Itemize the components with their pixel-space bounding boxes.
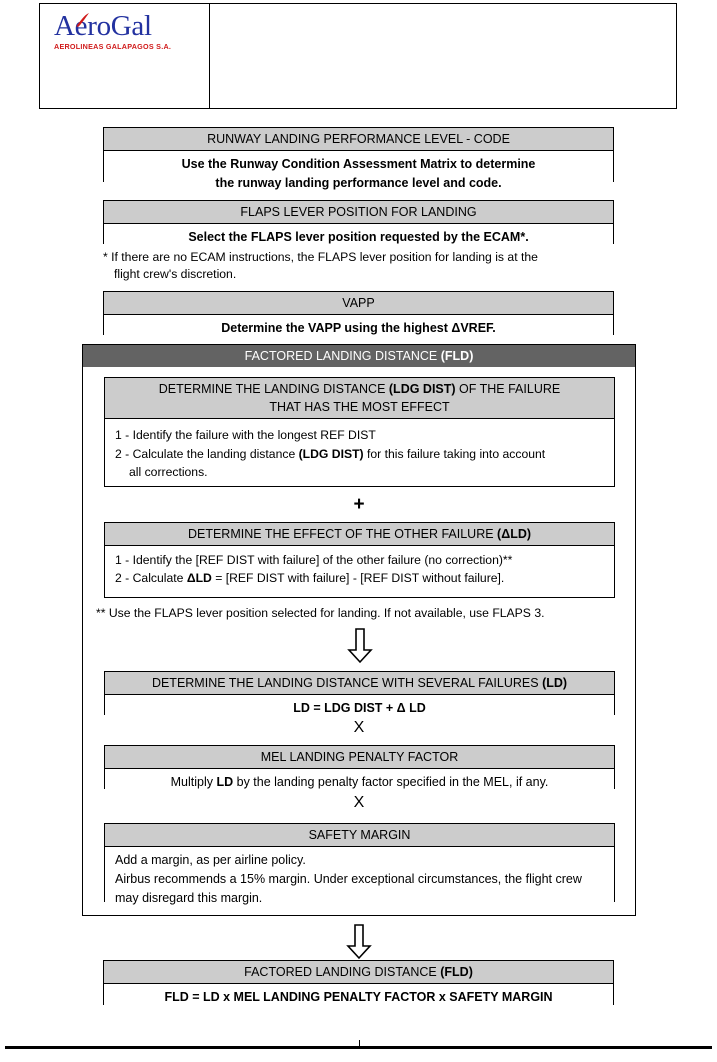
runway-performance-body: Use the Runway Condition Assessment Matr… bbox=[104, 151, 613, 197]
delta-ld-item2-a: 2 - Calculate bbox=[115, 571, 187, 586]
mel-body-c: by the landing penalty factor specified … bbox=[233, 775, 549, 790]
footer-rule bbox=[5, 1046, 712, 1049]
final-fld-panel: FACTORED LANDING DISTANCE (FLD) FLD = LD… bbox=[103, 960, 614, 1011]
delta-ld-header-a: DETERMINE THE EFFECT OF THE OTHER FAILUR… bbox=[187, 527, 498, 541]
ldg-dist-item2-abbr: (LDG DIST) bbox=[298, 446, 364, 461]
flaps-footnote-line2: flight crew's discretion. bbox=[114, 267, 237, 282]
delta-ld-item-2: 2 - Calculate ΔLD = [REF DIST with failu… bbox=[105, 569, 614, 587]
ld-header-a: DETERMINE THE LANDING DISTANCE WITH SEVE… bbox=[151, 676, 543, 690]
delta-ld-header: DETERMINE THE EFFECT OF THE OTHER FAILUR… bbox=[105, 523, 614, 547]
flaps-lever-panel: FLAPS LEVER POSITION FOR LANDING Select … bbox=[103, 200, 614, 251]
flaps-lever-header: FLAPS LEVER POSITION FOR LANDING bbox=[104, 201, 613, 225]
ldg-dist-item-2: 2 - Calculate the landing distance (LDG … bbox=[105, 445, 614, 482]
mel-body-a: Multiply bbox=[170, 775, 217, 790]
safety-margin-body: Add a margin, as per airline policy. Air… bbox=[105, 847, 614, 912]
multiply-separator-2: X bbox=[353, 794, 365, 811]
header-logo-cell: AeroGal AEROLINEAS GALAPAGOS S.A. bbox=[40, 4, 210, 108]
footer-tick-mark bbox=[359, 1040, 361, 1047]
vapp-panel: VAPP Determine the VAPP using the highes… bbox=[103, 291, 614, 342]
delta-ld-body: 1 - Identify the [REF DIST with failure]… bbox=[105, 546, 614, 593]
factored-landing-distance-container: FACTORED LANDING DISTANCE (FLD) DETERMIN… bbox=[82, 344, 636, 916]
mel-body: Multiply LD by the landing penalty facto… bbox=[105, 769, 614, 796]
ldg-dist-body: 1 - Identify the failure with the longes… bbox=[105, 419, 614, 488]
logo-wordmark: AeroGal bbox=[54, 12, 152, 41]
flaps-lever-body: Select the FLAPS lever position requeste… bbox=[104, 224, 613, 251]
runway-performance-panel: RUNWAY LANDING PERFORMANCE LEVEL - CODE … bbox=[103, 127, 614, 197]
flaps-footnote-line1: * If there are no ECAM instructions, the… bbox=[103, 250, 538, 264]
safety-margin-line2: Airbus recommends a 15% margin. Under ex… bbox=[115, 871, 582, 886]
flaps-footnote-2: ** Use the FLAPS lever position selected… bbox=[96, 606, 545, 620]
safety-margin-header: SAFETY MARGIN bbox=[105, 824, 614, 848]
ldg-dist-panel: DETERMINE THE LANDING DISTANCE (LDG DIST… bbox=[104, 377, 615, 487]
ldg-dist-header-c: OF THE FAILURE bbox=[455, 382, 561, 396]
delta-ld-item-1: 1 - Identify the [REF DIST with failure]… bbox=[115, 553, 513, 568]
ldg-dist-item2-c: for this failure taking into account bbox=[363, 446, 546, 461]
mel-header: MEL LANDING PENALTY FACTOR bbox=[105, 746, 614, 770]
ldg-dist-item2-cont: all corrections. bbox=[129, 464, 208, 479]
final-fld-header-abbr: (FLD) bbox=[440, 965, 473, 979]
ld-body: LD = LDG DIST + Δ LD bbox=[105, 695, 614, 722]
fld-banner-abbr: (FLD) bbox=[440, 349, 474, 363]
runway-performance-header: RUNWAY LANDING PERFORMANCE LEVEL - CODE bbox=[104, 128, 613, 152]
runway-body-line1: Use the Runway Condition Assessment Matr… bbox=[181, 157, 536, 172]
ld-header-abbr: (LD) bbox=[542, 676, 568, 690]
final-fld-body: FLD = LD x MEL LANDING PENALTY FACTOR x … bbox=[104, 984, 613, 1011]
ldg-dist-header-abbr: (LDG DIST) bbox=[388, 382, 456, 396]
ldg-dist-header-line2: THAT HAS THE MOST EFFECT bbox=[269, 400, 450, 415]
vapp-body: Determine the VAPP using the highest ΔVR… bbox=[104, 315, 613, 342]
safety-margin-line1: Add a margin, as per airline policy. bbox=[115, 853, 306, 868]
aerogal-logo: AeroGal AEROLINEAS GALAPAGOS S.A. bbox=[54, 12, 194, 52]
document-header-table: AeroGal AEROLINEAS GALAPAGOS S.A. bbox=[39, 3, 677, 109]
mel-panel: MEL LANDING PENALTY FACTOR Multiply LD b… bbox=[104, 745, 615, 796]
runway-body-line2: the runway landing performance level and… bbox=[215, 175, 502, 190]
plus-separator: + bbox=[353, 494, 365, 515]
down-arrow-icon-final bbox=[346, 924, 372, 960]
final-fld-header: FACTORED LANDING DISTANCE (FLD) bbox=[104, 961, 613, 985]
logo-subtitle: AEROLINEAS GALAPAGOS S.A. bbox=[54, 42, 172, 51]
fld-banner: FACTORED LANDING DISTANCE (FLD) bbox=[83, 345, 635, 367]
safety-margin-line3: may disregard this margin. bbox=[115, 890, 263, 905]
ldg-dist-item-1: 1 - Identify the failure with the longes… bbox=[115, 428, 376, 443]
safety-margin-panel: SAFETY MARGIN Add a margin, as per airli… bbox=[104, 823, 615, 912]
ld-header: DETERMINE THE LANDING DISTANCE WITH SEVE… bbox=[105, 672, 614, 696]
vapp-header: VAPP bbox=[104, 292, 613, 316]
fld-banner-text: FACTORED LANDING DISTANCE bbox=[244, 349, 441, 363]
ld-panel: DETERMINE THE LANDING DISTANCE WITH SEVE… bbox=[104, 671, 615, 722]
mel-body-abbr: LD bbox=[216, 775, 234, 790]
down-arrow-icon bbox=[347, 628, 373, 664]
delta-ld-header-abbr: (ΔLD) bbox=[497, 527, 532, 541]
flaps-footnote: * If there are no ECAM instructions, the… bbox=[103, 249, 623, 284]
header-blank-cell bbox=[210, 4, 676, 108]
ldg-dist-header-a: DETERMINE THE LANDING DISTANCE bbox=[158, 382, 389, 396]
delta-ld-item2-c: = [REF DIST with failure] - [REF DIST wi… bbox=[211, 571, 505, 586]
delta-ld-panel: DETERMINE THE EFFECT OF THE OTHER FAILUR… bbox=[104, 522, 615, 598]
ldg-dist-item2-a: 2 - Calculate the landing distance bbox=[115, 446, 299, 461]
ldg-dist-header: DETERMINE THE LANDING DISTANCE (LDG DIST… bbox=[105, 378, 614, 420]
delta-ld-item2-abbr: ΔLD bbox=[186, 571, 212, 586]
logo-text: AeroGal bbox=[54, 10, 152, 42]
multiply-separator-1: X bbox=[353, 719, 365, 736]
final-fld-header-a: FACTORED LANDING DISTANCE bbox=[244, 965, 441, 979]
